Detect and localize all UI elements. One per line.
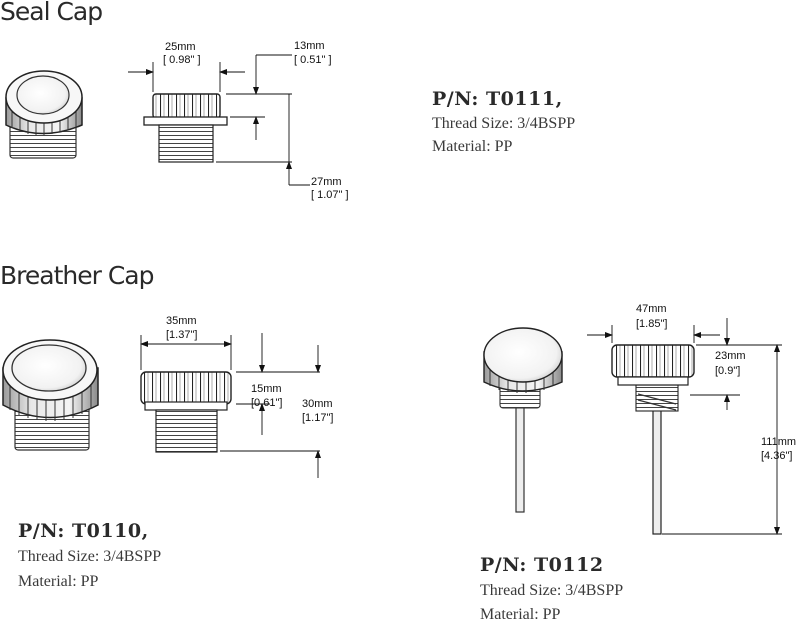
seal-cap-side-view: [143, 93, 228, 163]
breather-t0112-dimension-lines: [587, 318, 782, 535]
t0112-cap-height-mm: 23mm: [715, 350, 746, 362]
t0110-thread-size: Thread Size: 3/4BSPP: [18, 548, 162, 565]
t0112-material: Material: PP: [480, 606, 561, 623]
breather-t0112-3d-view: [483, 327, 563, 513]
t0110-cap-height-mm: 15mm: [251, 383, 282, 395]
seal-cap-3d-view: [5, 70, 83, 159]
t0110-height-in: [1.17"]: [302, 412, 334, 424]
breather-cap-title: Breather Cap: [0, 261, 154, 290]
t0110-part-number: P/N: T0110,: [18, 520, 149, 542]
t0112-width-mm: 47mm: [636, 303, 667, 315]
breather-t0110-dimension-lines: [140, 333, 321, 478]
seal-width-mm: 25mm: [165, 41, 196, 53]
seal-height-mm: 27mm: [311, 176, 342, 188]
t0110-width-mm: 35mm: [166, 315, 197, 327]
seal-cap-height-mm: 13mm: [294, 40, 325, 52]
t0110-cap-height-in: [0.61"]: [251, 397, 283, 409]
t0110-height-mm: 30mm: [302, 398, 333, 410]
seal-cap-title: Seal Cap: [0, 0, 103, 26]
seal-cap-height-in: [ 0.51" ]: [294, 54, 332, 66]
t0110-width-in: [1.37"]: [166, 329, 198, 341]
t0112-thread-size: Thread Size: 3/4BSPP: [480, 582, 624, 599]
seal-part-number: P/N: T0111,: [432, 88, 563, 110]
t0112-width-in: [1.85"]: [636, 318, 668, 330]
breather-t0110-side-view: [140, 371, 232, 453]
t0112-height-mm: 111mm: [761, 436, 797, 448]
breather-t0112-side-view: [611, 344, 695, 535]
seal-width-in: [ 0.98" ]: [163, 54, 201, 66]
t0112-height-in: [4.36"]: [761, 450, 793, 462]
seal-thread-size: Thread Size: 3/4BSPP: [432, 115, 576, 132]
seal-material: Material: PP: [432, 138, 513, 155]
t0112-part-number: P/N: T0112: [480, 554, 604, 576]
t0110-material: Material: PP: [18, 573, 99, 590]
t0112-cap-height-in: [0.9"]: [715, 365, 741, 377]
breather-t0110-3d-view: [2, 339, 99, 451]
seal-cap-dimension-lines: [128, 54, 310, 186]
seal-height-in: [ 1.07" ]: [311, 189, 349, 201]
